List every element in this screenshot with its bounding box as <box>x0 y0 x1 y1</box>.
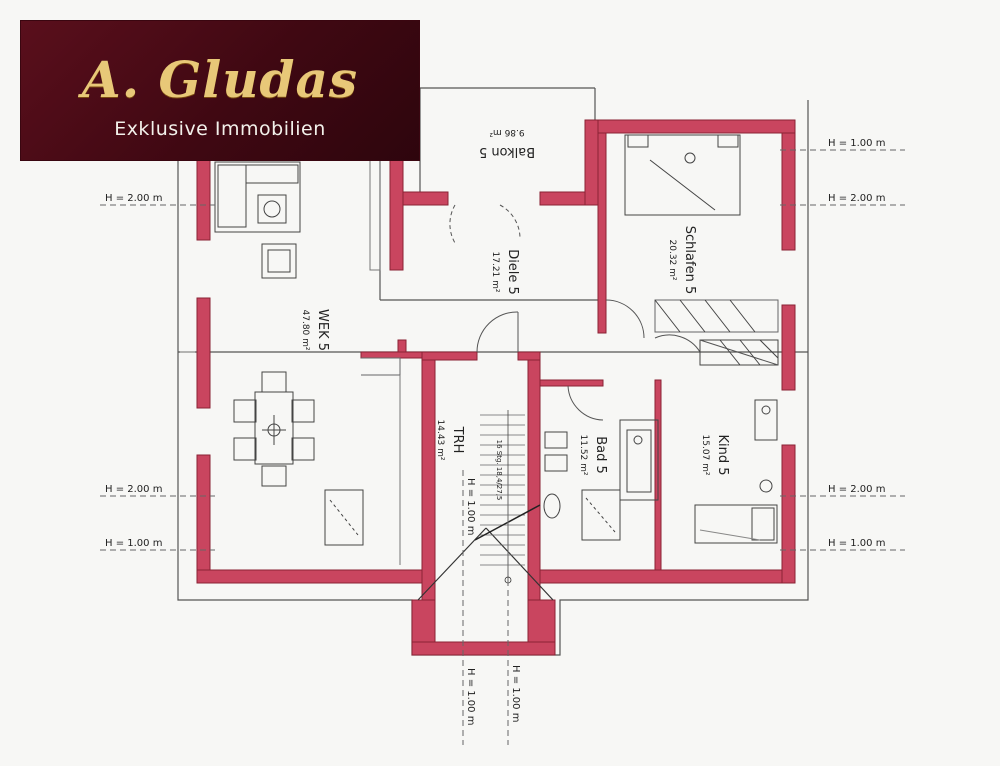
room-label-bad: Bad 5 11.52 m² <box>578 434 608 475</box>
furniture-bathroom <box>543 419 659 541</box>
height-label-text: H = 1.00 m <box>465 668 476 725</box>
room-area: 17.21 m² <box>490 251 500 292</box>
height-label-right-100-top: H = 1.00 m <box>828 138 885 149</box>
room-area: 11.52 m² <box>578 434 588 475</box>
height-label-bay-right: H = 1.00 m <box>510 665 521 722</box>
room-name: Bad 5 <box>593 436 608 474</box>
height-label-stair-top: H = 1.00 m <box>465 478 476 535</box>
company-logo: A. Gludas Exklusive Immobilien <box>20 20 420 161</box>
room-label-diele: Diele 5 17.21 m² <box>490 249 520 295</box>
height-label-left-100: H = 1.00 m <box>105 538 162 549</box>
room-name: Schlafen 5 <box>682 226 697 294</box>
stair-note-text: 16 Stg. 18,4/27,5 <box>495 440 503 501</box>
room-name: WEK 5 <box>315 309 330 351</box>
room-label-trh: TRH 14.43 m² <box>435 419 465 460</box>
room-label-kind: Kind 5 15.07 m² <box>700 434 730 475</box>
room-label-schlafen: Schlafen 5 20.32 m² <box>667 226 697 294</box>
height-label-text: H = 1.00 m <box>510 665 521 722</box>
room-name: TRH <box>450 426 465 454</box>
room-area: 47.80 m² <box>300 309 310 350</box>
logo-brand-name: A. Gludas <box>81 50 359 109</box>
height-label-right-200: H = 2.00 m <box>828 193 885 204</box>
furniture-bedroom <box>624 134 779 366</box>
room-area: 9.86 m² <box>489 127 525 137</box>
furniture-child-room <box>694 399 778 544</box>
room-label-balkon: Balkon 5 9.86 m² <box>479 127 535 159</box>
room-label-wek: WEK 5 47.80 m² <box>300 309 330 351</box>
height-label-left-200-lower: H = 2.00 m <box>105 484 162 495</box>
height-label-bay-left: H = 1.00 m <box>465 668 476 725</box>
height-label-right-200-lower: H = 2.00 m <box>828 484 885 495</box>
height-label-left-200: H = 2.00 m <box>105 193 162 204</box>
room-area: 20.32 m² <box>667 239 677 280</box>
room-name: Diele 5 <box>505 249 520 295</box>
height-label-text: H = 1.00 m <box>465 478 476 535</box>
stair-bay <box>417 527 554 601</box>
room-name: Balkon 5 <box>479 144 535 159</box>
height-label-right-100: H = 1.00 m <box>828 538 885 549</box>
dining-table <box>233 357 401 565</box>
room-area: 14.43 m² <box>435 419 445 460</box>
logo-tagline: Exklusive Immobilien <box>114 118 326 140</box>
stair-note: 16 Stg. 18,4/27,5 <box>495 440 503 501</box>
height-marker-lines <box>100 149 905 745</box>
door-swings <box>449 204 701 421</box>
walls <box>196 119 796 656</box>
room-area: 15.07 m² <box>700 434 710 475</box>
room-name: Kind 5 <box>715 434 730 475</box>
